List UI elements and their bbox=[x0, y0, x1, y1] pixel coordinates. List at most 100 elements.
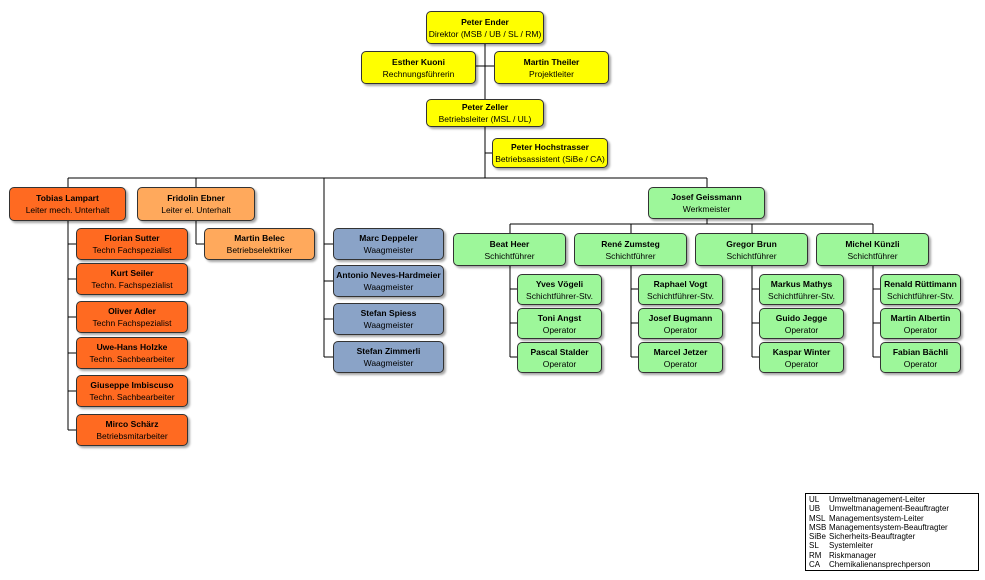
person-role: Techn. Sachbearbeiter bbox=[89, 392, 175, 402]
box-works-head: Josef Geissmann Werkmeister bbox=[648, 187, 765, 219]
legend-row: RM Riskmanager bbox=[809, 551, 975, 560]
legend-text: Riskmanager bbox=[829, 550, 877, 560]
person-name: Peter Hochstrasser bbox=[511, 142, 589, 152]
person-name: Stefan Zimmerli bbox=[356, 346, 421, 356]
legend-text: Sicherheits-Beauftragter bbox=[829, 532, 916, 542]
person-role: Operator bbox=[903, 324, 938, 335]
box-elec-staff: Martin Belec Betriebselektriker bbox=[204, 228, 315, 260]
box-project: Martin Theiler Projektleiter bbox=[494, 51, 609, 84]
box-mech-staff: Florian Sutter Techn Fachspezialist bbox=[76, 228, 188, 260]
box-shift-member: Renald Rüttimann Schichtführer-Stv. bbox=[880, 274, 961, 305]
person-role: Betriebsleiter (MSL / UL) bbox=[438, 114, 532, 124]
box-mech-staff: Giuseppe Imbiscuso Techn. Sachbearbeiter bbox=[76, 375, 188, 407]
person-name: Kurt Seiler bbox=[110, 268, 154, 278]
person-name: Antonio Neves-Hardmeier bbox=[336, 270, 441, 280]
box-shift-member: Pascal Stalder Operator bbox=[517, 342, 602, 373]
person-name: Giuseppe Imbiscuso bbox=[90, 380, 174, 390]
person-name: Toni Angst bbox=[537, 312, 582, 323]
person-role: Operator bbox=[542, 358, 577, 369]
box-shift-leader: René Zumsteg Schichtführer bbox=[574, 233, 687, 266]
legend-text: Systemleiter bbox=[829, 541, 874, 551]
box-shift-member: Marcel Jetzer Operator bbox=[638, 342, 723, 373]
box-mech-staff: Uwe-Hans Holzke Techn. Sachbearbeiter bbox=[76, 337, 188, 369]
legend-abbr: CA bbox=[809, 560, 821, 570]
box-shift-member: Markus Mathys Schichtführer-Stv. bbox=[759, 274, 844, 305]
person-role: Werkmeister bbox=[682, 204, 731, 214]
person-role: Betriebsmitarbeiter bbox=[96, 431, 168, 441]
person-role: Schichtführer bbox=[726, 250, 777, 261]
person-name: Josef Bugmann bbox=[648, 312, 713, 323]
person-name: Fabian Bächli bbox=[892, 346, 949, 357]
legend-row: SL Systemleiter bbox=[809, 541, 975, 550]
legend-text: Chemikalienansprechperson bbox=[829, 560, 931, 570]
person-role: Rechnungsführerin bbox=[382, 68, 455, 79]
person-name: Martin Theiler bbox=[523, 56, 580, 67]
person-role: Operator bbox=[542, 324, 577, 335]
person-name: Fridolin Ebner bbox=[167, 193, 225, 203]
legend-text: Managementsystem-Beauftragter bbox=[829, 522, 948, 532]
box-shift-member: Martin Albertin Operator bbox=[880, 308, 961, 339]
person-role: Techn. Fachspezialist bbox=[91, 280, 173, 290]
person-name: Esther Kuoni bbox=[392, 56, 445, 67]
person-name: Tobias Lampart bbox=[36, 193, 99, 203]
box-mech-staff: Oliver Adler Techn Fachspezialist bbox=[76, 301, 188, 333]
person-role: Schichtführer-Stv. bbox=[887, 290, 954, 301]
box-weigh-staff: Marc Deppeler Waagmeister bbox=[333, 228, 444, 260]
person-name: Guido Jegge bbox=[775, 312, 828, 323]
legend-abbr: RM bbox=[809, 550, 822, 560]
box-assistant: Peter Hochstrasser Betriebsassistent (Si… bbox=[492, 138, 608, 168]
box-shift-leader: Beat Heer Schichtführer bbox=[453, 233, 566, 266]
person-role: Schichtführer-Stv. bbox=[526, 290, 593, 301]
person-role: Operator bbox=[663, 324, 698, 335]
person-role: Waagmeister bbox=[363, 245, 414, 255]
person-name: Renald Rüttimann bbox=[884, 278, 957, 289]
person-role: Techn Fachspezialist bbox=[92, 245, 172, 255]
person-name: Pascal Stalder bbox=[530, 346, 589, 357]
person-role: Waagmeister bbox=[363, 320, 414, 330]
box-shift-member: Josef Bugmann Operator bbox=[638, 308, 723, 339]
person-role: Techn. Sachbearbeiter bbox=[89, 354, 175, 364]
person-name: Martin Albertin bbox=[890, 312, 951, 323]
legend-text: Umweltmanagement-Beauftragter bbox=[829, 504, 950, 514]
box-shift-member: Guido Jegge Operator bbox=[759, 308, 844, 339]
box-mech-staff: Mirco Schärz Betriebsmitarbeiter bbox=[76, 414, 188, 446]
person-role: Operator bbox=[903, 358, 938, 369]
person-role: Waagmeister bbox=[363, 282, 414, 292]
legend-abbr: MSB bbox=[809, 522, 827, 532]
person-name: Beat Heer bbox=[489, 238, 530, 249]
box-ops-manager: Peter Zeller Betriebsleiter (MSL / UL) bbox=[426, 99, 544, 127]
box-finance: Esther Kuoni Rechnungsführerin bbox=[361, 51, 476, 84]
person-role: Operator bbox=[663, 358, 698, 369]
person-name: Yves Vögeli bbox=[535, 278, 584, 289]
person-name: Raphael Vogt bbox=[653, 278, 708, 289]
box-shift-leader: Michel Künzli Schichtführer bbox=[816, 233, 929, 266]
person-role: Schichtführer bbox=[847, 250, 898, 261]
person-role: Leiter mech. Unterhalt bbox=[25, 205, 110, 215]
person-role: Schichtführer bbox=[605, 250, 656, 261]
person-role: Betriebselektriker bbox=[226, 245, 293, 255]
person-role: Schichtführer-Stv. bbox=[768, 290, 835, 301]
box-shift-member: Fabian Bächli Operator bbox=[880, 342, 961, 373]
person-name: Peter Ender bbox=[461, 16, 509, 27]
person-role: Schichtführer-Stv. bbox=[647, 290, 714, 301]
person-name: Marc Deppeler bbox=[359, 233, 418, 243]
box-director: Peter Ender Direktor (MSB / UB / SL / RM… bbox=[426, 11, 544, 44]
legend-text: Umweltmanagement-Leiter bbox=[829, 495, 926, 504]
person-role: Betriebsassistent (SiBe / CA) bbox=[495, 154, 605, 164]
box-mech-head: Tobias Lampart Leiter mech. Unterhalt bbox=[9, 187, 126, 221]
box-shift-leader: Gregor Brun Schichtführer bbox=[695, 233, 808, 266]
person-role: Direktor (MSB / UB / SL / RM) bbox=[428, 28, 542, 39]
person-name: Oliver Adler bbox=[108, 306, 156, 316]
legend-abbr: MSL bbox=[809, 513, 826, 523]
box-shift-member: Toni Angst Operator bbox=[517, 308, 602, 339]
legend-abbr: SL bbox=[809, 541, 819, 551]
box-shift-member: Kaspar Winter Operator bbox=[759, 342, 844, 373]
box-weigh-staff: Antonio Neves-Hardmeier Waagmeister bbox=[333, 265, 444, 297]
